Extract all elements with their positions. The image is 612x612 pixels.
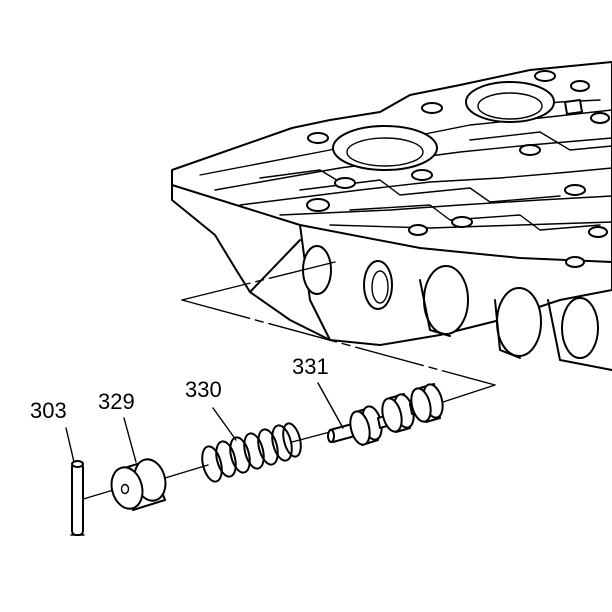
- pin-part: [70, 460, 85, 536]
- leader-303: [65, 427, 75, 463]
- plug-part: [110, 458, 167, 511]
- leader-331: [317, 382, 344, 429]
- valve-body-casting: [171, 61, 612, 371]
- label-331: 331: [292, 354, 329, 379]
- label-303: 303: [30, 398, 67, 423]
- spring-part: [201, 422, 302, 483]
- label-329: 329: [98, 389, 135, 414]
- leader-329: [123, 417, 137, 463]
- label-330: 330: [185, 377, 222, 402]
- leader-330: [212, 407, 237, 441]
- valve-part: [327, 383, 444, 446]
- callout-leaders: [65, 382, 344, 463]
